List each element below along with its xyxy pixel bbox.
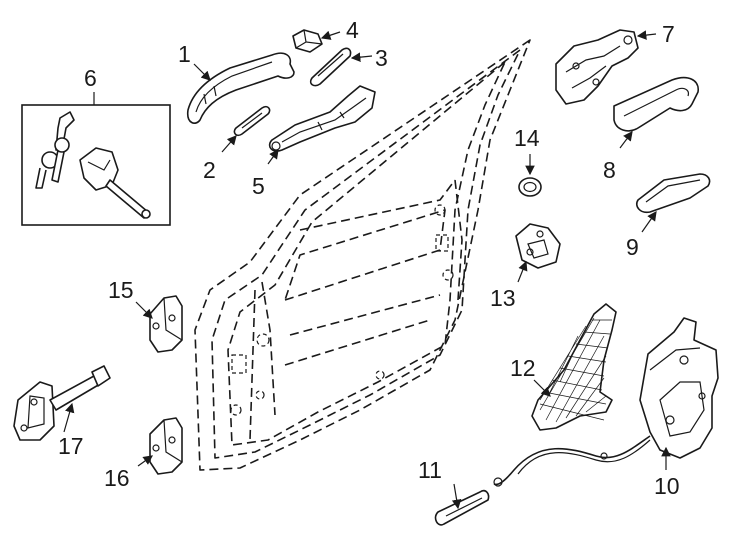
upper-hinge-part bbox=[149, 295, 183, 353]
callout-3: 3 bbox=[375, 45, 388, 71]
handle-pad-part bbox=[233, 105, 271, 137]
callout-11: 11 bbox=[418, 457, 442, 483]
inside-handle-bracket-part bbox=[555, 29, 639, 105]
leader-lines bbox=[63, 30, 671, 510]
latch-shield-part bbox=[531, 303, 617, 431]
callout-9: 9 bbox=[626, 234, 639, 260]
lock-cylinder-kit-part bbox=[21, 104, 171, 226]
callout-14: 14 bbox=[514, 125, 540, 151]
door-frame-outline bbox=[194, 39, 531, 471]
grommet-part bbox=[518, 177, 542, 197]
handle-bezel-part bbox=[635, 173, 711, 214]
callout-2: 2 bbox=[203, 157, 216, 183]
cylinder-cap-part bbox=[292, 29, 323, 53]
striker-part bbox=[515, 223, 561, 269]
callout-13: 13 bbox=[490, 285, 516, 311]
lower-hinge-part bbox=[149, 417, 183, 475]
callout-5: 5 bbox=[252, 173, 265, 199]
callout-8: 8 bbox=[603, 157, 616, 183]
callout-16: 16 bbox=[104, 465, 130, 491]
door-latch-part bbox=[493, 317, 719, 487]
lock-rod-cover-part bbox=[434, 489, 490, 526]
callout-10: 10 bbox=[654, 473, 680, 499]
callout-7: 7 bbox=[662, 21, 675, 47]
inside-handle-part bbox=[613, 76, 699, 132]
callout-6: 6 bbox=[84, 65, 97, 91]
handle-gasket-part bbox=[309, 47, 352, 87]
callout-17: 17 bbox=[58, 433, 84, 459]
callout-4: 4 bbox=[346, 17, 359, 43]
callout-12: 12 bbox=[510, 355, 536, 381]
callout-labels: 1 2 3 4 5 6 7 8 9 10 11 12 13 14 15 16 1… bbox=[58, 17, 680, 499]
callout-15: 15 bbox=[108, 277, 134, 303]
handle-frame-part bbox=[268, 85, 376, 152]
outside-handle-part bbox=[186, 52, 295, 124]
door-check-part bbox=[13, 365, 111, 441]
callout-1: 1 bbox=[178, 41, 191, 67]
